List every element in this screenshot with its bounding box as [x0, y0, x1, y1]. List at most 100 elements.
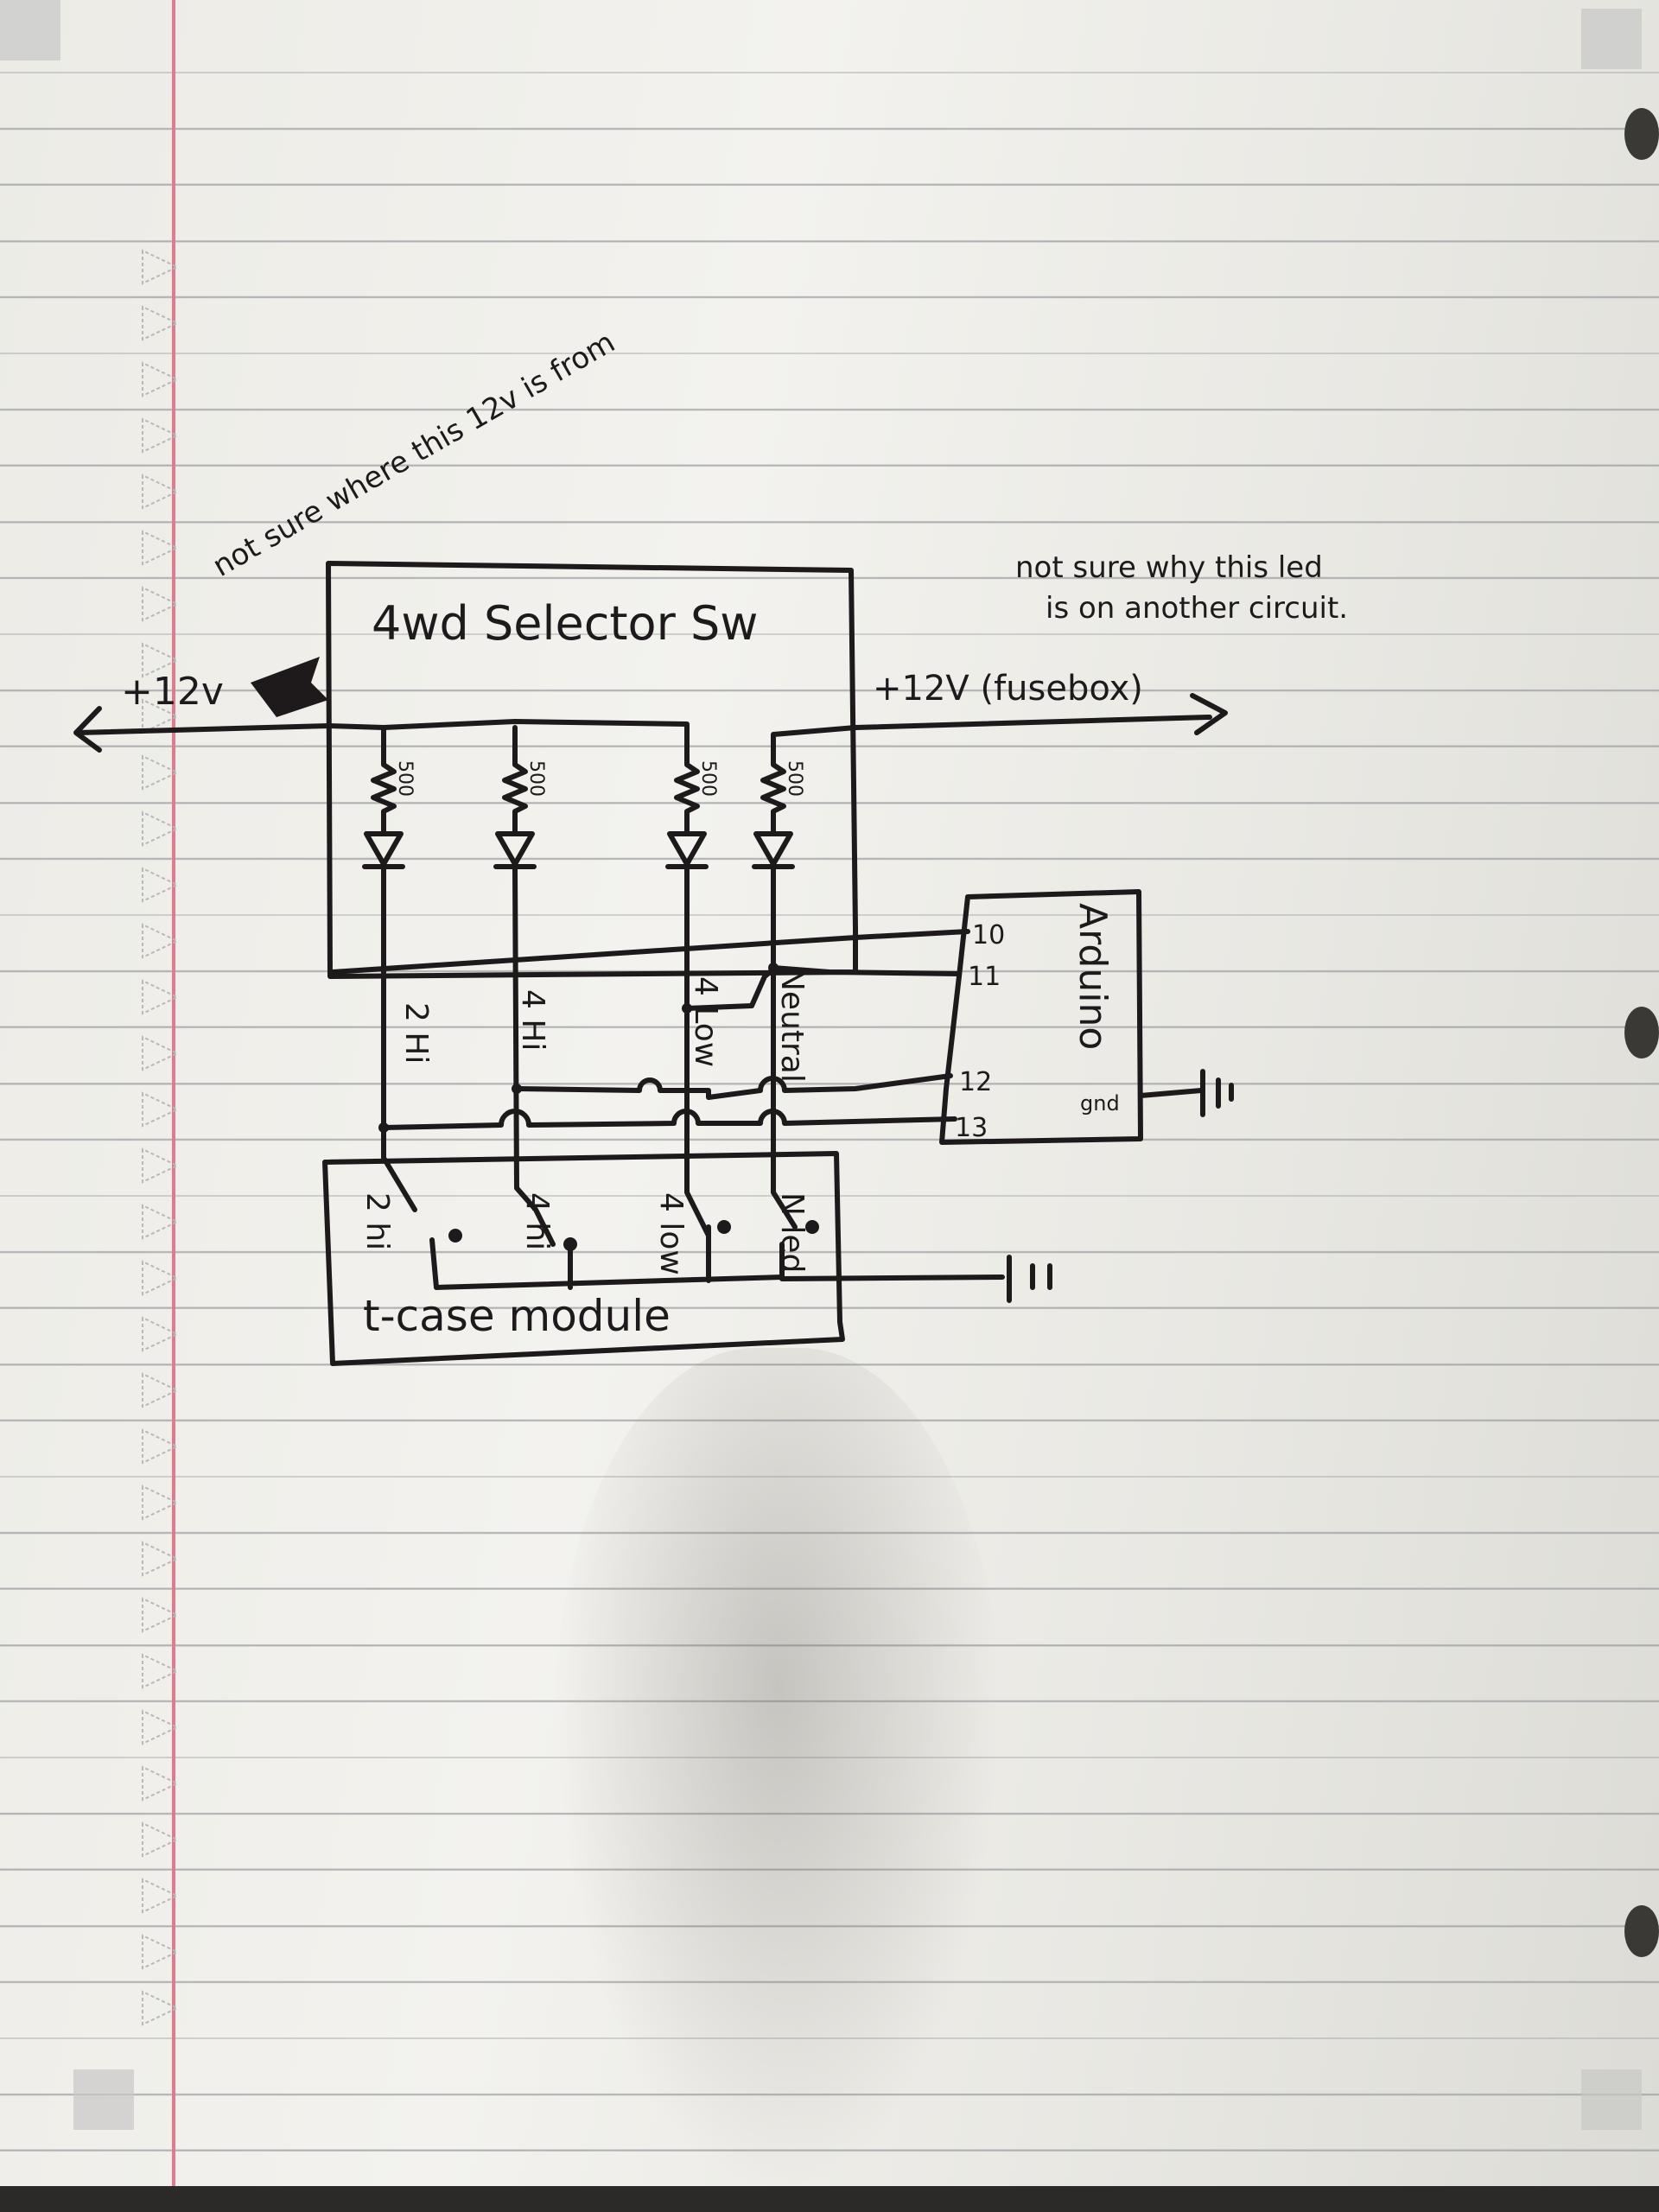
margin-triangle	[142, 361, 180, 397]
margin-triangle	[142, 923, 180, 959]
tcase-label-2hi: 2 hi	[359, 1192, 395, 1250]
resistor-diode-branch	[362, 725, 405, 874]
left-supply-label: +12v	[121, 670, 224, 714]
junction-dot	[682, 1003, 692, 1014]
tcase-ground-wire	[779, 1274, 1005, 1281]
margin-triangle	[142, 1484, 180, 1521]
margin-triangle	[142, 1428, 180, 1465]
tcase-label-nled: N led	[774, 1192, 810, 1273]
arduino-gnd-wire	[1138, 1088, 1204, 1098]
wire-label-2hi: 2 Hi	[398, 1002, 434, 1064]
resistor-value-label: 500	[525, 760, 547, 797]
margin-triangle	[142, 1934, 180, 1970]
margin-triangle	[142, 979, 180, 1015]
table-edge	[0, 2186, 1659, 2212]
margin-triangle	[142, 586, 180, 622]
binder-hole	[1624, 1905, 1659, 1957]
selector-switch-title: 4wd Selector Sw	[372, 596, 758, 651]
hand-shadow	[553, 1348, 1002, 2195]
arduino-pin-13: 13	[955, 1113, 988, 1143]
tcase-common-bus	[429, 1224, 785, 1290]
scribble	[251, 657, 328, 717]
wire-4low-jog	[684, 967, 776, 1011]
note-led-circuit-1: not sure why this led	[1015, 550, 1323, 585]
margin-triangle	[142, 1653, 180, 1689]
arduino-pin-12: 12	[959, 1067, 992, 1097]
margin-triangle	[142, 1204, 180, 1240]
ground-symbol	[1200, 1069, 1234, 1117]
junction-dot	[512, 1084, 522, 1094]
wire-4low	[684, 866, 711, 1238]
arduino-pin-10: 10	[972, 920, 1005, 950]
junction-dot	[768, 963, 779, 973]
ground-symbol	[1007, 1255, 1052, 1303]
binder-hole	[1624, 108, 1659, 160]
tcase-label-4low: 4 low	[653, 1192, 689, 1275]
margin-triangles	[142, 249, 180, 2026]
margin-triangle	[142, 810, 180, 847]
margin-triangle	[142, 1821, 180, 1858]
margin-triangle	[142, 305, 180, 341]
margin-triangle	[142, 1091, 180, 1128]
fusebox-supply-label: +12V (fusebox)	[873, 669, 1143, 709]
resistor-value-label: 500	[784, 760, 805, 797]
margin-triangle	[142, 754, 180, 791]
margin-triangle	[142, 1541, 180, 1577]
arduino-box	[939, 889, 1143, 1145]
wire-pin11	[771, 965, 962, 976]
margin-triangle	[142, 417, 180, 454]
wire-label-4hi: 4 Hi	[515, 989, 550, 1051]
margin-triangle	[142, 1260, 180, 1296]
margin-triangle	[142, 1765, 180, 1802]
margin-triangle	[142, 1372, 180, 1408]
arduino-title: Arduino	[1071, 903, 1115, 1050]
wire-4hi	[512, 866, 556, 1247]
selector-switch-box	[326, 561, 858, 979]
margin-triangle	[142, 1147, 180, 1184]
wire-2hi	[381, 866, 417, 1212]
corner-marker	[0, 0, 60, 60]
resistor-value-label: 500	[394, 760, 416, 797]
resistor-value-label: 500	[697, 760, 719, 797]
resistor-diode-branch	[493, 725, 537, 874]
wire-neutral	[771, 866, 798, 1230]
margin-triangle	[142, 1709, 180, 1745]
binder-hole	[1624, 1007, 1659, 1058]
switch-contact	[717, 1220, 731, 1234]
note-12v-source: not sure where this 12v is from	[207, 325, 621, 584]
switch-contact	[805, 1220, 819, 1234]
margin-triangle	[142, 867, 180, 903]
left-arrow	[73, 706, 102, 753]
corner-marker	[1581, 9, 1642, 69]
margin-triangle	[142, 1316, 180, 1352]
margin-triangle	[142, 1990, 180, 2026]
wire-pin13	[381, 1109, 957, 1130]
switch-contact	[448, 1229, 462, 1243]
corner-marker	[73, 2069, 134, 2130]
junction-dot	[378, 1122, 389, 1133]
margin-triangle	[142, 474, 180, 510]
wire-pin12	[514, 1073, 953, 1100]
wire-pin10	[330, 929, 970, 975]
arduino-pin-11: 11	[968, 962, 1001, 992]
switch-contact	[563, 1237, 577, 1251]
wire-label-4low: 4 Low	[688, 976, 723, 1067]
tcase-module-title: t-case module	[363, 1291, 671, 1341]
corner-marker	[1581, 2069, 1642, 2130]
note-led-circuit-2: is on another circuit.	[1046, 591, 1348, 626]
margin-triangle	[142, 530, 180, 566]
tcase-module-box	[322, 1151, 845, 1366]
resistor-diode-branch	[752, 741, 795, 874]
fusebox-wire	[771, 715, 1212, 746]
resistor-diode-branch	[665, 725, 709, 874]
margin-line	[172, 0, 175, 2186]
right-arrow	[1190, 693, 1228, 735]
arduino-gnd-label: gnd	[1080, 1091, 1120, 1116]
tcase-label-4hi: 4 hi	[519, 1192, 555, 1250]
margin-triangle	[142, 1597, 180, 1633]
margin-triangle	[142, 1878, 180, 1914]
margin-triangle	[142, 1035, 180, 1071]
margin-triangle	[142, 249, 180, 285]
